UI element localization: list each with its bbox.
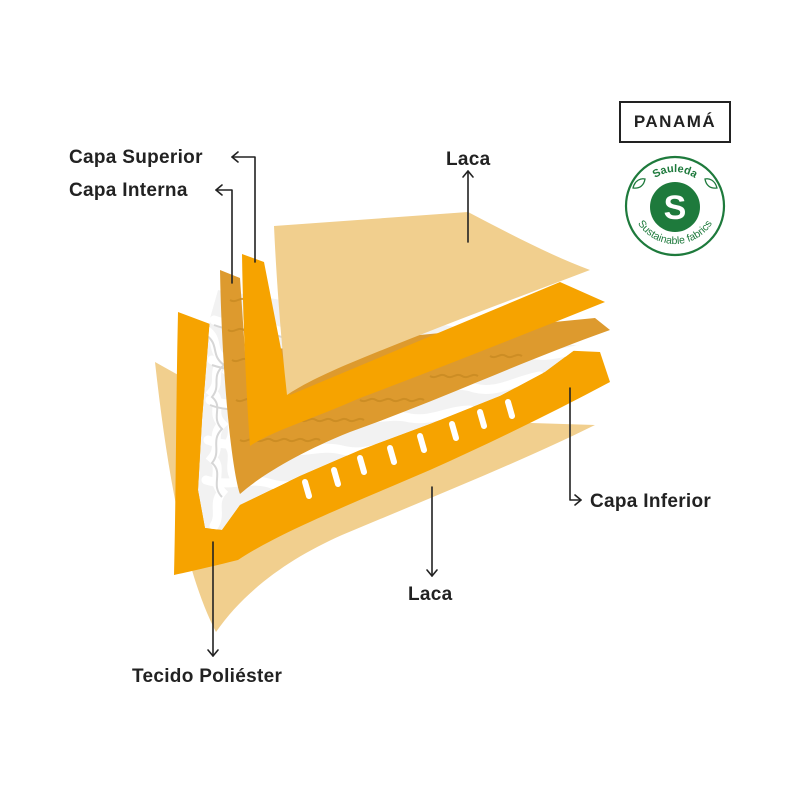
- arrow-lacquer-bottom: [426, 486, 438, 577]
- arrow-polyester: [207, 541, 219, 657]
- label-bottom-layer: Capa Inferior: [590, 491, 711, 512]
- product-badge: PANAMÁ: [619, 101, 731, 143]
- inner-layer: [220, 270, 610, 494]
- top-lacquer-layer: [274, 212, 590, 395]
- svg-text:Sauleda: Sauleda: [651, 163, 700, 181]
- sauleda-logo: S Sauleda Sustainable fabrics: [624, 155, 726, 257]
- leaf-icon-right: [704, 178, 718, 189]
- arrow-lacquer-top: [462, 170, 474, 243]
- label-top-layer: Capa Superior: [69, 147, 203, 168]
- fabric-fiber-tips: [302, 399, 515, 499]
- product-badge-text: PANAMÁ: [633, 112, 717, 131]
- arrow-bottom-layer: [569, 387, 582, 506]
- logo-brand-text: Sauleda: [651, 163, 700, 181]
- arrow-inner-layer: [215, 184, 233, 284]
- top-layer: [242, 254, 605, 446]
- arrow-top-layer: [231, 151, 256, 263]
- label-inner-layer: Capa Interna: [69, 180, 188, 201]
- label-lacquer-bottom: Laca: [408, 584, 453, 605]
- leaf-icon-left: [632, 178, 646, 189]
- label-lacquer-top: Laca: [446, 149, 491, 170]
- label-polyester-fabric: Tecido Poliéster: [132, 666, 282, 687]
- logo-letter: S: [664, 189, 687, 227]
- logo-inner-circle: [650, 182, 700, 232]
